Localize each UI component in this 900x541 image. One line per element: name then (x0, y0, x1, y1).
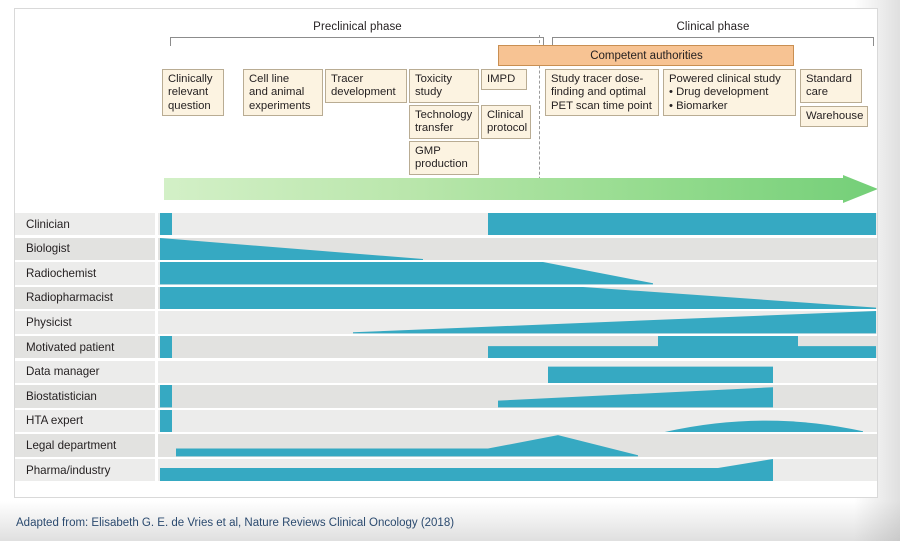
role-row-data-manager: Data manager (15, 360, 877, 383)
node-clinical-protocol: Clinical protocol (481, 105, 531, 139)
role-label-biostatistician: Biostatistician (15, 385, 155, 408)
involvement-track-pharma-industry (158, 459, 877, 482)
involvement-segment (160, 213, 172, 236)
node-tracer-development: Tracer development (325, 69, 407, 103)
role-row-biostatistician: Biostatistician (15, 385, 877, 408)
involvement-segment (353, 311, 876, 334)
timeline-arrow-shape (164, 175, 877, 203)
node-clinically-relevant-question: Clinically relevant question (162, 69, 224, 116)
involvement-shape-data-manager (548, 366, 773, 383)
role-row-physicist: Physicist (15, 311, 877, 334)
involvement-shape-biologist (160, 237, 423, 260)
role-row-legal-department: Legal department (15, 434, 877, 457)
involvement-segment (488, 213, 876, 236)
role-row-radiochemist: Radiochemist (15, 262, 877, 285)
role-row-hta-expert: HTA expert (15, 409, 877, 433)
figure-caption: Adapted from: Elisabeth G. E. de Vries e… (16, 517, 455, 529)
involvement-track-radiopharmacist (158, 286, 877, 310)
involvement-segment (658, 336, 798, 359)
involvement-shape-physicist (353, 311, 876, 334)
involvement-segment (718, 459, 773, 482)
involvement-segment (498, 387, 773, 408)
clinical-phase-bracket (552, 37, 874, 46)
role-label-hta-expert: HTA expert (15, 409, 155, 433)
involvement-segment (160, 467, 718, 482)
preclinical-phase-label: Preclinical phase (313, 21, 402, 33)
involvement-track-physicist (158, 311, 877, 334)
node-impd: IMPD (481, 69, 527, 90)
role-row-biologist: Biologist (15, 237, 877, 260)
node-technology-transfer: Technology transfer (409, 105, 479, 139)
clinical-phase-label: Clinical phase (676, 21, 750, 33)
involvement-shape-clinician (160, 213, 876, 236)
involvement-track-biologist (158, 237, 877, 260)
involvement-shape-pharma-industry (160, 459, 773, 482)
role-label-radiochemist: Radiochemist (15, 262, 155, 285)
preclinical-phase-bracket (170, 37, 544, 46)
involvement-segment (160, 237, 423, 260)
involvement-track-radiochemist (158, 262, 877, 285)
involvement-shape-biostatistician (160, 385, 773, 408)
role-label-legal-department: Legal department (15, 434, 155, 457)
involvement-shape-radiochemist (160, 262, 653, 285)
involvement-segment (663, 420, 863, 433)
involvement-track-biostatistician (158, 385, 877, 408)
role-label-pharma-industry: Pharma/industry (15, 459, 155, 482)
involvement-segment (583, 286, 876, 310)
involvement-track-hta-expert (158, 409, 877, 433)
node-powered-clinical-study: Powered clinical study • Drug developmen… (663, 69, 796, 116)
involvement-track-legal-department (158, 434, 877, 457)
involvement-track-motivated-patient (158, 336, 877, 359)
role-label-motivated-patient: Motivated patient (15, 336, 155, 359)
node-cell-line-and-animal-experiments: Cell line and animal experiments (243, 69, 323, 116)
involvement-shape-motivated-patient (160, 336, 876, 359)
involvement-segment (543, 262, 653, 285)
role-label-clinician: Clinician (15, 213, 155, 236)
involvement-segment (160, 262, 543, 285)
involvement-segment (160, 336, 172, 359)
node-toxicity-study: Toxicity study (409, 69, 479, 103)
node-warehouse: Warehouse (800, 106, 868, 127)
role-row-pharma-industry: Pharma/industry (15, 459, 877, 482)
roadmap-figure: Preclinical phase Clinical phase Compete… (14, 8, 878, 498)
involvement-track-clinician (158, 213, 877, 236)
role-label-physicist: Physicist (15, 311, 155, 334)
involvement-segment (160, 385, 172, 408)
competent-authorities-bar: Competent authorities (498, 45, 794, 66)
role-label-biologist: Biologist (15, 237, 155, 260)
involvement-segment (548, 366, 773, 383)
role-row-motivated-patient: Motivated patient (15, 336, 877, 359)
role-row-radiopharmacist: Radiopharmacist (15, 286, 877, 310)
role-label-radiopharmacist: Radiopharmacist (15, 286, 155, 310)
involvement-track-data-manager (158, 360, 877, 383)
role-row-clinician: Clinician (15, 213, 877, 236)
role-label-data-manager: Data manager (15, 360, 155, 383)
node-gmp-production: GMP production (409, 141, 479, 175)
involvement-segment (160, 286, 583, 310)
phase-divider (539, 35, 540, 195)
involvement-segment (160, 409, 172, 433)
involvement-segment (176, 448, 488, 457)
involvement-segment (558, 435, 638, 457)
involvement-shape-radiopharmacist (160, 286, 876, 310)
node-study-tracer-dose-finding: Study tracer dose- finding and optimal P… (545, 69, 659, 116)
involvement-segment (488, 435, 558, 457)
involvement-shape-hta-expert (160, 409, 863, 433)
node-standard-care: Standard care (800, 69, 862, 103)
development-timeline-arrow (164, 175, 877, 203)
involvement-shape-legal-department (176, 435, 638, 457)
